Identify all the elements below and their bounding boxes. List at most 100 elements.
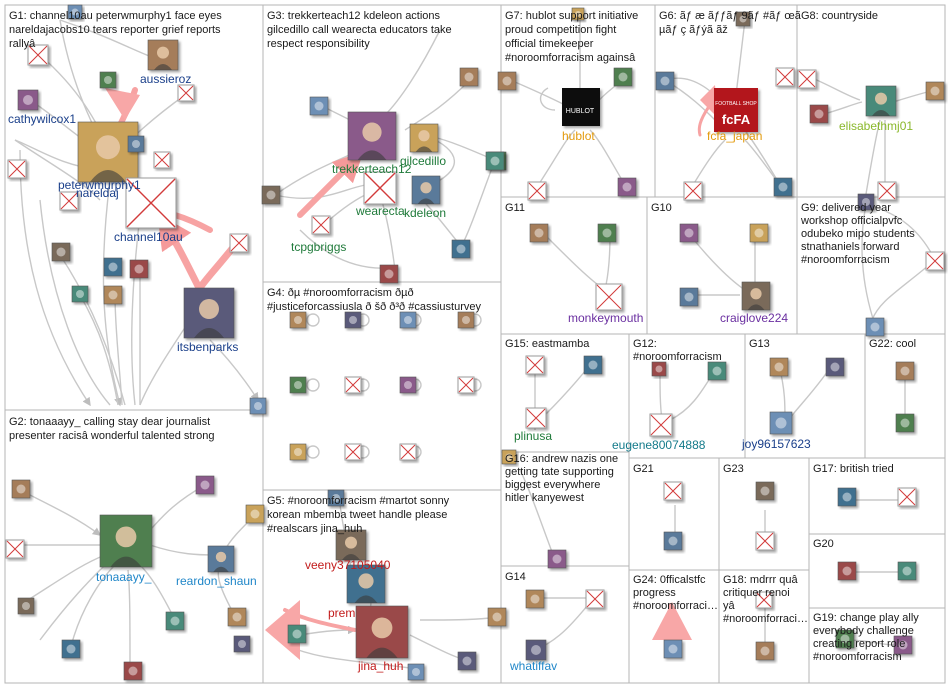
user-avatar-node (261, 185, 281, 205)
user-avatar-node (411, 175, 441, 205)
highlight-wedges (105, 85, 718, 660)
caption-g16: G16: andrew nazis one getting tate suppo… (505, 453, 621, 504)
placeholder-node-icon (344, 443, 362, 461)
group-captions: G1: channel10au peterwmurphy1 face eyes … (9, 10, 922, 663)
placeholder-node-icon (585, 589, 605, 609)
node-label-itsbenparks: itsbenparks (177, 340, 238, 354)
placeholder-node-icon (177, 84, 195, 102)
node-label-channel10au: channel10au (114, 230, 183, 244)
user-avatar-node (289, 376, 307, 394)
user-avatar-node (651, 361, 667, 377)
user-avatar-node (529, 223, 549, 243)
user-avatar-node (679, 223, 699, 243)
user-avatar-node (755, 641, 775, 661)
placeholder-node-icon (457, 376, 475, 394)
node-label-whatiffav: whatiffav (509, 659, 557, 673)
user-avatar-node (103, 257, 123, 277)
placeholder-node-icon (311, 215, 331, 235)
node-label-eugene80074888: eugene80074888 (612, 438, 706, 452)
user-avatar-node (562, 88, 600, 126)
user-avatar-node (547, 549, 567, 569)
hublot-logo-text: HUBLOT (566, 108, 595, 115)
user-avatar-node (525, 589, 545, 609)
user-avatar-node (346, 564, 386, 604)
caption-g23: G23 (723, 463, 744, 475)
placeholder-node-icon (755, 531, 775, 551)
placeholder-node-icon (153, 151, 171, 169)
node-label-tonaaayy: tonaaayy_ (96, 570, 152, 584)
user-avatar-node (249, 397, 267, 415)
user-avatar-node (655, 71, 675, 91)
graph-nodes (5, 4, 945, 681)
user-avatar-node (207, 545, 235, 573)
caption-g7: G7: hublot support initiative proud comp… (505, 10, 641, 64)
user-avatar-node (67, 4, 83, 20)
user-avatar-node (707, 361, 727, 381)
g4-self-loops (306, 313, 482, 459)
node-label-fcfa-japan: fcfa_japan (707, 129, 762, 143)
caption-g20: G20 (813, 538, 834, 550)
caption-g19: G19: change play ally everybody challeng… (813, 612, 922, 663)
placeholder-node-icon (755, 591, 773, 609)
placeholder-node-icon (399, 443, 417, 461)
user-avatar-node (183, 287, 235, 339)
user-avatar-node (857, 193, 875, 211)
user-avatar-node (71, 285, 89, 303)
placeholder-node-icon (363, 171, 397, 205)
user-avatar-node (613, 67, 633, 87)
user-avatar-node (379, 264, 399, 284)
placeholder-node-icon (649, 413, 673, 437)
user-avatar-node (233, 635, 251, 653)
placeholder-node-icon (683, 181, 703, 201)
caption-g8: G8: countryside (801, 10, 878, 22)
node-label-monkeymouth: monkeymouth (568, 311, 643, 325)
user-avatar-node (525, 639, 547, 661)
user-avatar-node (99, 514, 153, 568)
user-avatar-node (457, 651, 477, 671)
group-panels (4, 4, 946, 684)
user-avatar-node (925, 81, 945, 101)
user-avatar-node (837, 561, 857, 581)
user-avatar-node (895, 361, 915, 381)
node-label-veeny37105040: veeny37105040 (305, 558, 391, 572)
placeholder-node-icon (525, 407, 547, 429)
caption-g22: G22: cool (869, 338, 916, 350)
user-avatar-node (451, 239, 471, 259)
user-avatar-node (347, 111, 397, 161)
user-avatar-node (399, 311, 417, 329)
node-label-jina-huh: jina_huh (357, 659, 403, 673)
user-avatar-node (663, 639, 683, 659)
node-label-joy96157623: joy96157623 (741, 437, 811, 451)
caption-g24: G24: 0fficalstfc progress #noroomforraci… (633, 574, 718, 612)
user-avatar-node (741, 281, 771, 311)
caption-g18: G18: mdrrr quâ critiquer renoi yâ #noroo… (723, 574, 808, 625)
user-avatar-node (355, 605, 409, 659)
user-avatar-node (583, 355, 603, 375)
node-label-nareldaj: nareldaj (76, 186, 119, 200)
fcfa-logo-sub: FOOTBALL SHOP (715, 101, 757, 107)
user-avatar-node (497, 71, 517, 91)
user-avatar-node (597, 223, 617, 243)
user-avatar-node (617, 177, 637, 197)
user-avatar-node (287, 624, 307, 644)
user-avatar-node (865, 317, 885, 337)
user-avatar-node (99, 71, 117, 89)
node-label-craiglove224: craiglove224 (720, 311, 788, 325)
caption-g9: G9: delivered year workshop officialpvfc… (800, 202, 918, 266)
node-label-peterwmurphy1: peterwmurphy1 (58, 178, 141, 192)
placeholder-node-icon (775, 67, 795, 87)
user-avatar-node (103, 285, 123, 305)
user-avatar-node (714, 88, 758, 132)
node-label-gilcedillo: gilcedillo (400, 154, 446, 168)
user-avatar-node (61, 639, 81, 659)
user-avatar-node (245, 504, 265, 524)
user-avatar-node (195, 475, 215, 495)
user-avatar-node (11, 479, 31, 499)
placeholder-node-icon (125, 177, 177, 229)
user-avatar-node (897, 561, 917, 581)
user-avatar-node (663, 531, 683, 551)
user-avatar-node (809, 104, 829, 124)
caption-g17: G17: british tried (813, 463, 894, 475)
user-avatar-node (571, 7, 585, 21)
